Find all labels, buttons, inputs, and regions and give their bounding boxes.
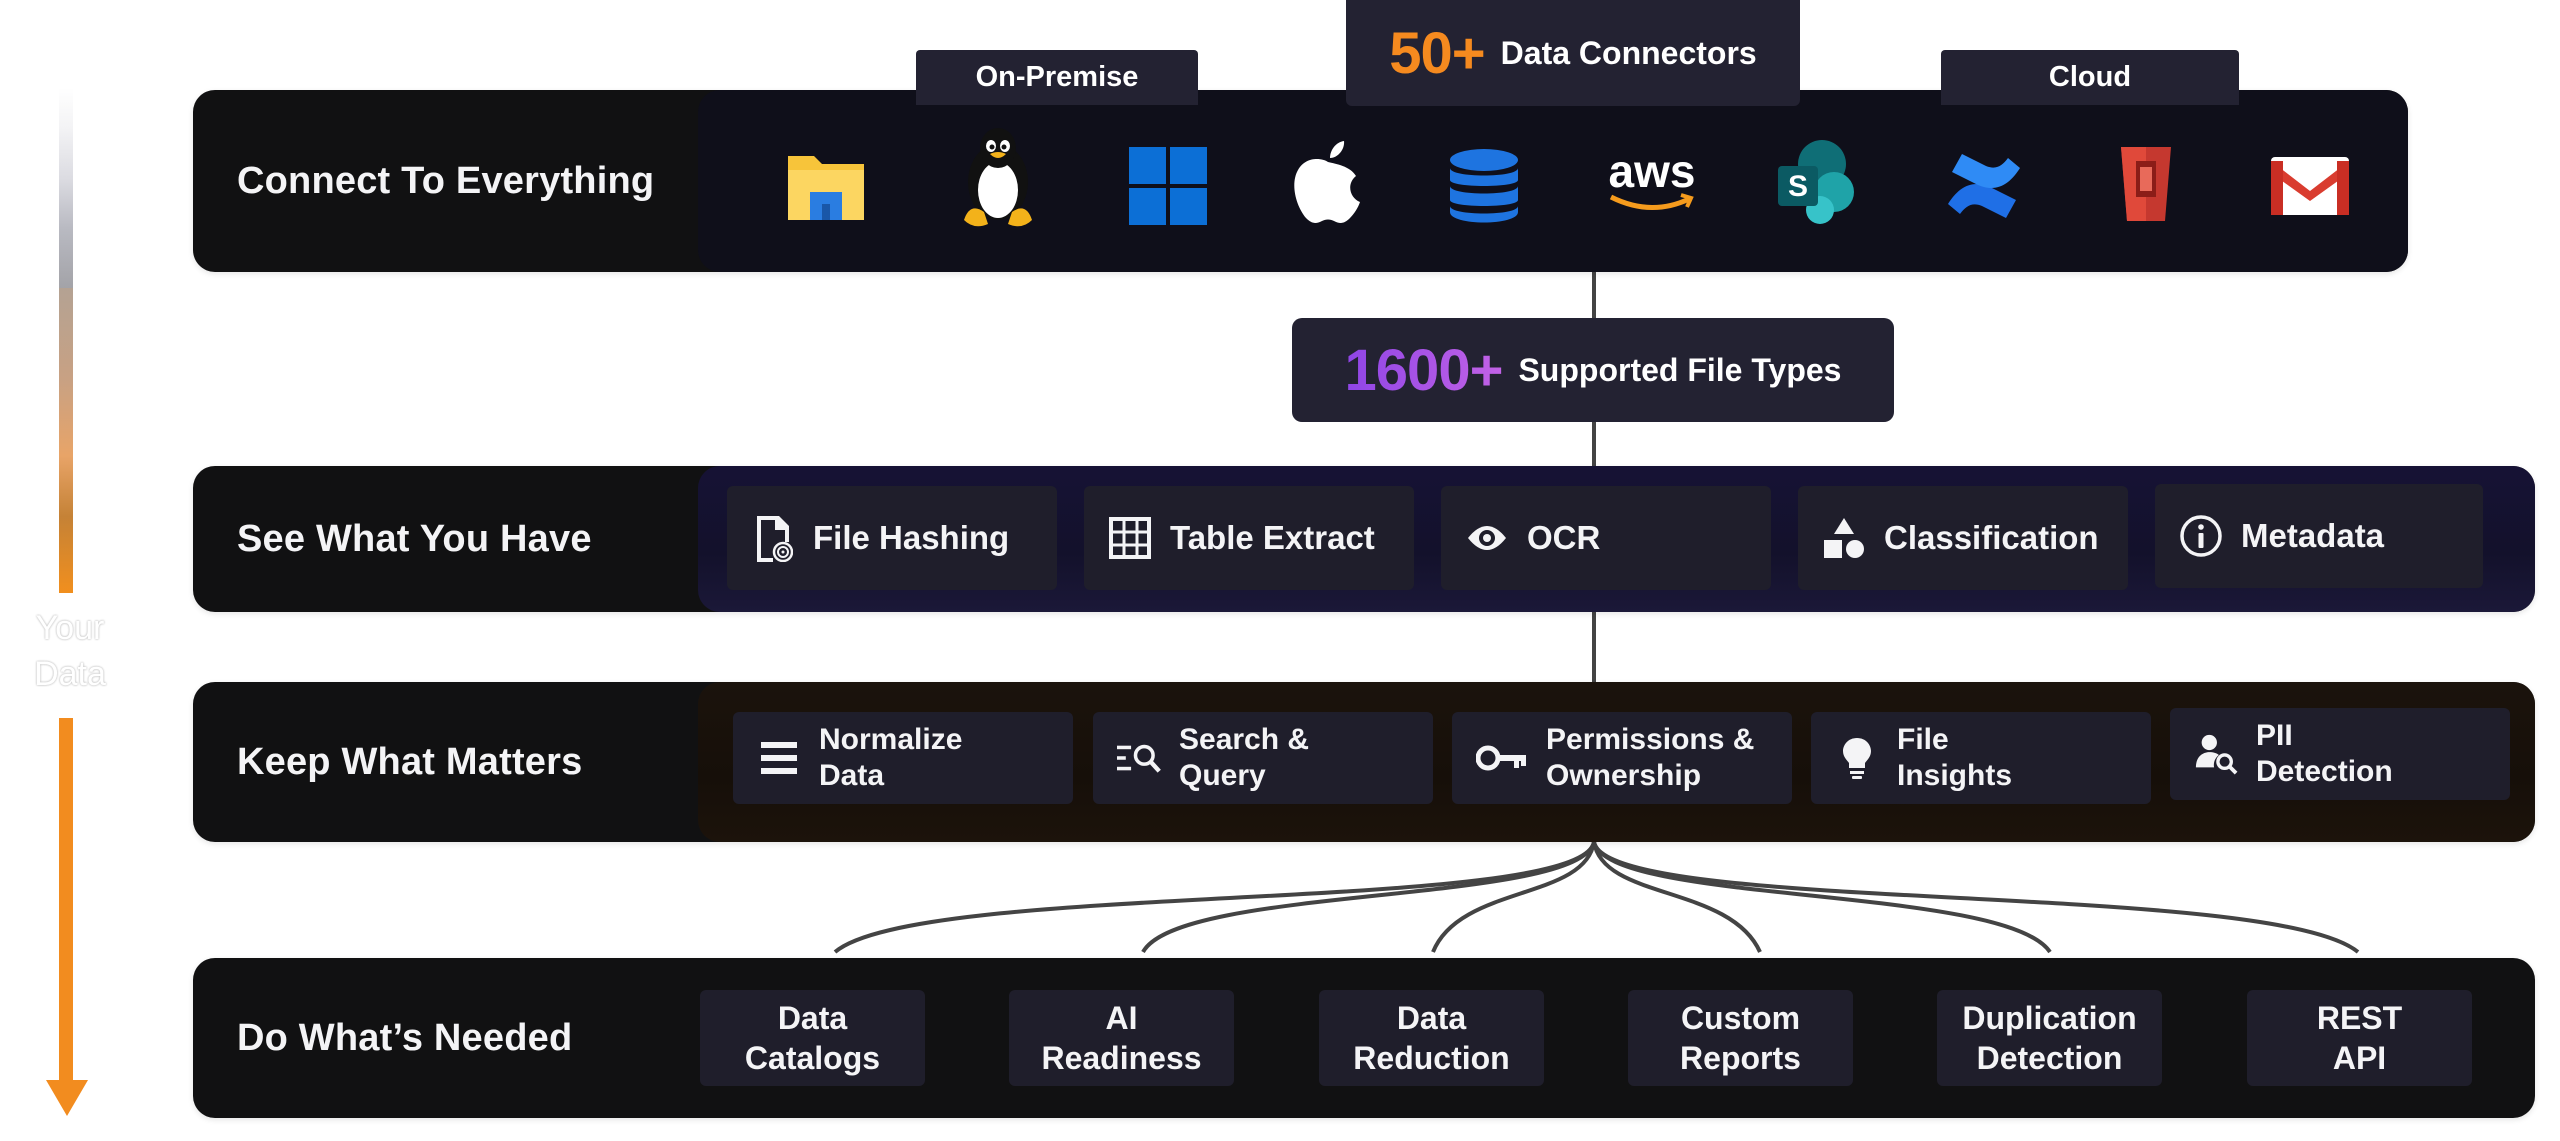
flow-label: Your Data: [20, 605, 120, 697]
flow-bar-brown: [59, 288, 73, 593]
do-card-line2: Reduction: [1353, 1040, 1510, 1076]
keep-card-line1: PII: [2256, 719, 2293, 752]
aws-icon: aws: [1602, 136, 1702, 232]
table-icon: [1108, 516, 1152, 560]
do-card-line2: Catalogs: [744, 1040, 881, 1076]
sharepoint-letter: S: [1788, 170, 1808, 203]
keep-card-line1: Permissions &: [1546, 723, 1755, 756]
file-explorer-icon: [778, 138, 874, 234]
keep-card-file-insights: File Insights: [1811, 712, 2151, 804]
gmail-icon: [2262, 138, 2358, 234]
see-card-label: File Hashing: [813, 519, 1010, 556]
do-card-line1: AI: [1105, 1000, 1138, 1036]
file-types-label: Supported File Types: [1518, 351, 1842, 388]
do-card-line2: Reports: [1680, 1040, 1801, 1076]
see-card-classification: Classification: [1798, 486, 2128, 590]
connectors-count: 50+: [1389, 20, 1485, 86]
see-card-label: Classification: [1884, 519, 2099, 556]
keep-card-line1: File: [1897, 723, 1949, 756]
keep-card-search-query: Search & Query: [1093, 712, 1433, 804]
see-card-label: OCR: [1527, 519, 1601, 556]
do-card-line2: API: [2332, 1040, 2387, 1076]
eye-icon: [1465, 516, 1509, 560]
keep-card-line2: Insights: [1897, 759, 2013, 792]
connect-title: Connect To Everything: [237, 159, 655, 202]
keep-card-line2: Detection: [2256, 755, 2393, 788]
keep-title: Keep What Matters: [237, 740, 583, 783]
aws-text: aws: [1608, 144, 1696, 197]
flow-label-line2: Data: [34, 655, 106, 693]
do-card-line1: Duplication: [1962, 1000, 2137, 1036]
do-card-line1: REST: [2316, 1000, 2403, 1036]
list-icon: [757, 736, 801, 780]
keep-card-label: Normalize Data: [819, 722, 962, 794]
keep-card-permissions: Permissions & Ownership: [1452, 712, 1792, 804]
linux-tux-icon: [950, 128, 1046, 227]
do-card-line2: Detection: [1976, 1040, 2123, 1076]
cloud-tag: Cloud: [1941, 50, 2239, 105]
lightbulb-icon: [1835, 736, 1879, 780]
flow-bar-orange: [59, 718, 73, 1083]
user-search-icon: [2194, 732, 2238, 776]
file-types-badge: 1600+ Supported File Types: [1292, 318, 1894, 422]
info-icon: [2179, 514, 2223, 558]
do-card-rest-api: REST API: [2247, 990, 2472, 1086]
do-card-line1: Data: [1396, 1000, 1467, 1036]
flow-arrow-head-icon: [46, 1080, 88, 1116]
keep-card-line1: Search &: [1179, 723, 1310, 756]
shapes-icon: [1822, 516, 1866, 560]
do-title: Do What’s Needed: [237, 1016, 573, 1059]
connectors-badge: 50+ Data Connectors: [1346, 0, 1800, 106]
do-card-ai-readiness: AI Readiness: [1009, 990, 1234, 1086]
keep-card-label: Permissions & Ownership: [1546, 722, 1754, 794]
on-premise-tag: On-Premise: [916, 50, 1198, 105]
keep-card-label: File Insights: [1897, 722, 2012, 794]
see-card-label: Table Extract: [1170, 519, 1375, 556]
keep-card-normalize-data: Normalize Data: [733, 712, 1073, 804]
apple-icon: [1280, 134, 1376, 230]
see-card-table-extract: Table Extract: [1084, 486, 1414, 590]
see-card-metadata: Metadata: [2155, 484, 2483, 588]
connectors-label: Data Connectors: [1500, 34, 1757, 71]
connect-row: Connect To Everything: [193, 90, 2408, 272]
flow-label-line1: Your: [35, 609, 105, 647]
file-types-count: 1600+: [1344, 337, 1504, 403]
aws-s3-icon: [2098, 134, 2194, 230]
windows-icon: [1120, 138, 1216, 234]
keep-card-line2: Data: [819, 759, 885, 792]
keep-card-label: PII Detection: [2256, 718, 2393, 790]
keep-card-label: Search & Query: [1179, 722, 1309, 794]
keep-card-line1: Normalize: [819, 723, 963, 756]
keep-card-line2: Ownership: [1546, 759, 1702, 792]
see-title: See What You Have: [237, 517, 592, 560]
do-card-line2: Readiness: [1041, 1040, 1202, 1076]
do-card-line1: Data: [777, 1000, 848, 1036]
see-card-file-hashing: File Hashing: [727, 486, 1057, 590]
flow-bar-gray: [59, 88, 73, 288]
sharepoint-icon: S: [1768, 134, 1864, 230]
do-card-line1: Custom: [1680, 1000, 1801, 1036]
confluence-icon: [1936, 138, 2032, 234]
see-card-ocr: OCR: [1441, 486, 1771, 590]
search-list-icon: [1117, 736, 1161, 780]
keep-card-line2: Query: [1179, 759, 1266, 792]
database-icon: [1436, 138, 1532, 234]
key-icon: [1476, 736, 1528, 780]
keep-card-pii-detection: PII Detection: [2170, 708, 2510, 800]
file-fingerprint-icon: [751, 516, 795, 562]
see-card-label: Metadata: [2241, 517, 2385, 554]
